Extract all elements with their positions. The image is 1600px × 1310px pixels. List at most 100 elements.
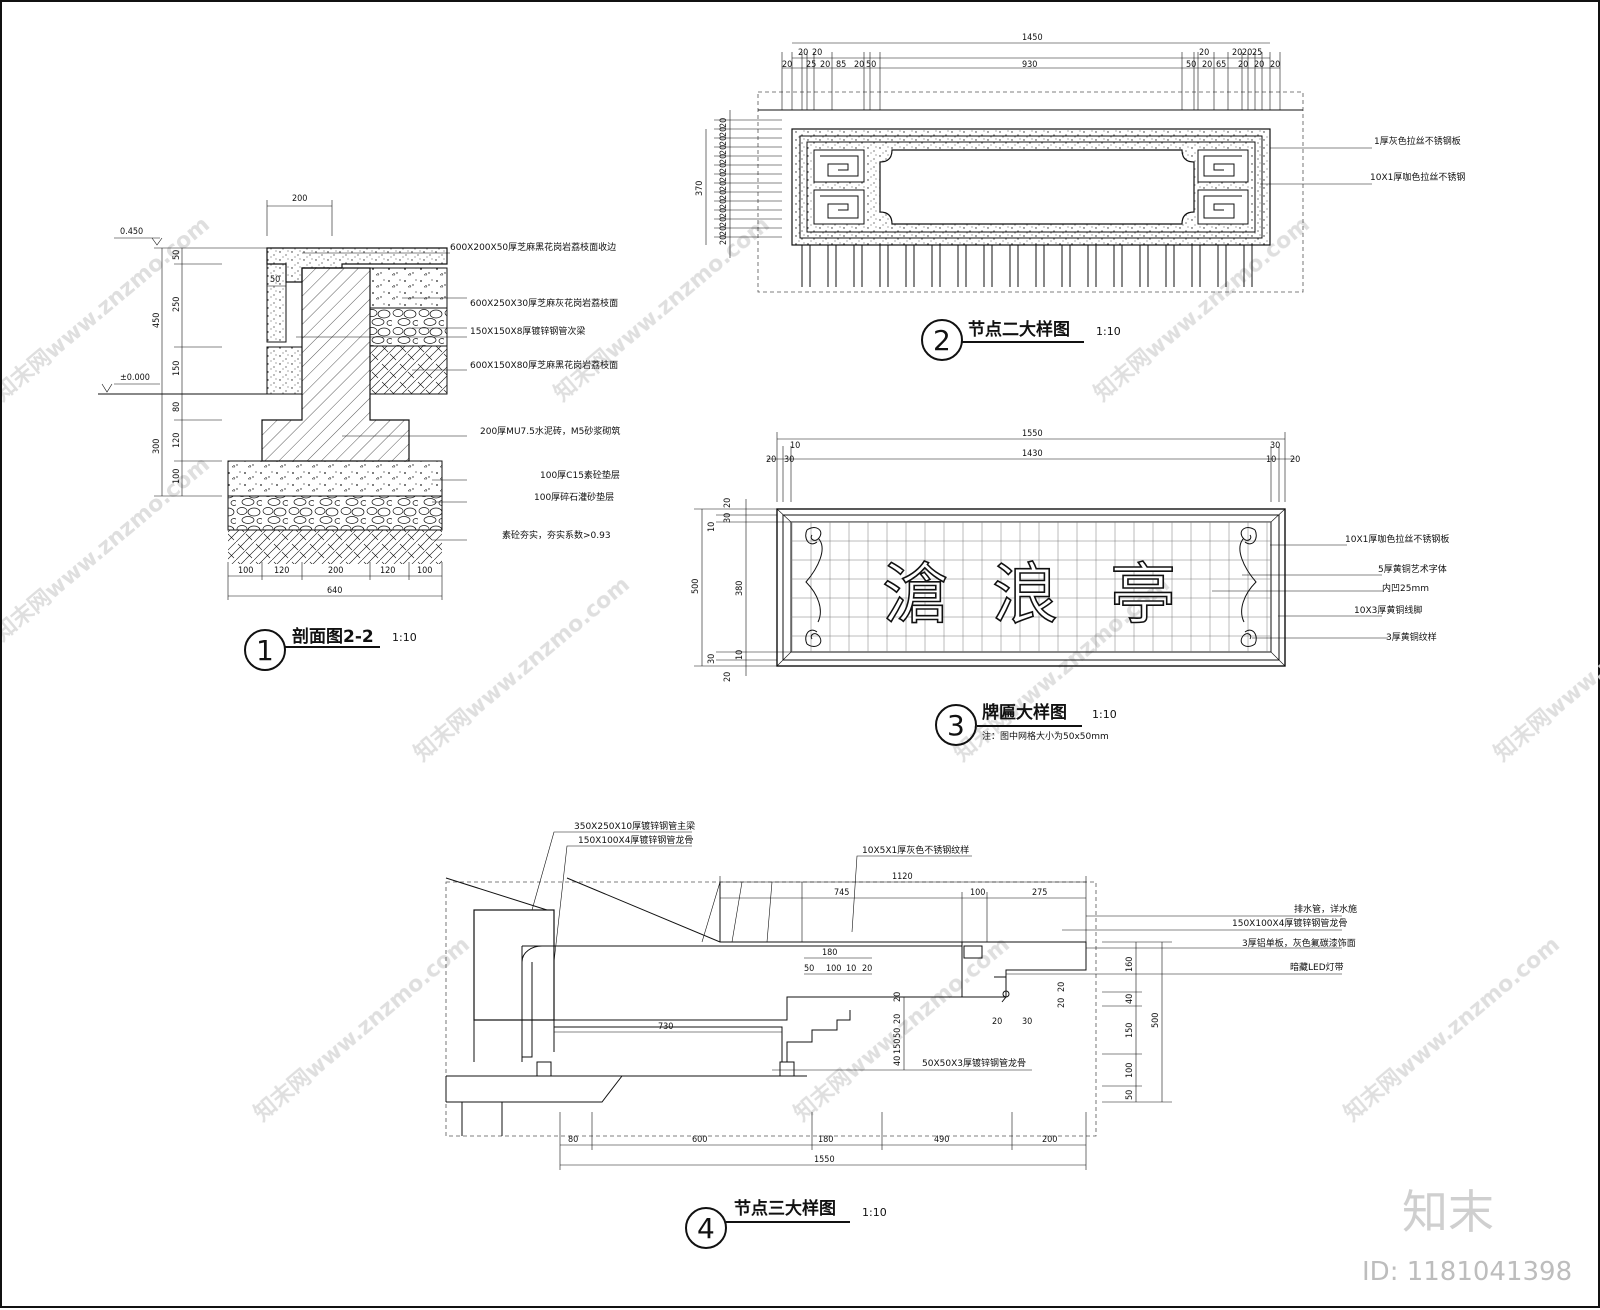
dim-total: 1550 [1022, 429, 1043, 439]
watermark-text: 知末网www.znzmo.com [2, 211, 215, 406]
dim-label: 50 [172, 250, 182, 260]
dim-label: 490 [934, 1135, 949, 1145]
material-note: 150X150X8厚镀锌钢管次梁 [470, 325, 585, 337]
side-cladding-lower [266, 346, 303, 395]
dim-label: 10 [1266, 455, 1276, 465]
dim-label: 20 [1232, 48, 1242, 58]
center-panel [879, 149, 1195, 225]
dim-label: 20 [798, 48, 808, 58]
material-note: 600X150X80厚芝麻黑花岗岩荔枝面 [470, 359, 618, 371]
dim-label: 20 [719, 154, 729, 164]
detail-number: 3 [947, 709, 965, 742]
dim-label: 180 [818, 1135, 833, 1145]
dim-label: 150 [893, 1039, 903, 1054]
dim-label: 20 [719, 118, 729, 128]
dim-label: 10 [735, 650, 745, 660]
dim-label: 100 [1125, 1063, 1135, 1078]
dim-label: 20 [719, 163, 729, 173]
dim-label: 80 [172, 402, 182, 412]
detail-title: 节点二大样图 [968, 319, 1070, 340]
material-note: 1厚灰色拉丝不锈钢板 [1374, 135, 1461, 147]
material-note: 暗藏LED灯带 [1290, 961, 1344, 973]
dim-label: 10 [707, 522, 717, 532]
material-note: 600X250X30厚芝麻灰花岗岩荔枝面 [470, 297, 618, 309]
dim-total: 1550 [814, 1155, 835, 1165]
slat [1035, 245, 1045, 287]
dim-label: 30 [1022, 1017, 1032, 1027]
calligraphy-char: 浪 [992, 556, 1058, 633]
slat [801, 245, 811, 287]
detail-number: 2 [933, 324, 951, 357]
dim-label: 20 [719, 226, 729, 236]
slat [905, 245, 915, 287]
detail-scale: 1:10 [862, 1206, 887, 1219]
earth-layer [228, 530, 442, 564]
dim-label: 20 [893, 1014, 903, 1024]
dim-label: 100 [172, 469, 182, 484]
slat [853, 245, 863, 287]
material-note: 排水管，详水施 [1294, 903, 1357, 915]
brand-logo: 知末 [1402, 1185, 1494, 1239]
dim-label: 600 [692, 1135, 707, 1145]
dim-label: 30 [784, 455, 794, 465]
material-note: 10X5X1厚灰色不锈钢纹样 [862, 844, 969, 856]
dim-label: 20 [719, 199, 729, 209]
dim-label: 20 [1199, 48, 1209, 58]
watermark-text: 知末网www.znzmo.com [1339, 931, 1565, 1126]
dim-label: 25 [1252, 48, 1262, 58]
brand-id: ID: 1181041398 [1362, 1257, 1572, 1287]
dim-label: 180 [822, 948, 837, 958]
dim-label: 120 [380, 566, 395, 576]
material-note: 200厚MU7.5水泥砖，M5砂浆砌筑 [480, 425, 620, 437]
slat [1061, 245, 1071, 287]
dim-total: 1120 [892, 872, 913, 882]
watermark-layer: 知末网www.znzmo.com 知末网www.znzmo.com 知末网www… [2, 211, 1600, 1126]
paving-fill [369, 307, 448, 347]
detail-number: 1 [256, 634, 274, 667]
dim-total: 450 [152, 313, 162, 328]
dim-label: 25 [806, 60, 816, 70]
dim-label: 50 [804, 964, 814, 974]
slat [1087, 245, 1097, 287]
dim-total: 370 [695, 181, 705, 196]
dim-label: 20 [1290, 455, 1300, 465]
dim-label: 20 [1242, 48, 1252, 58]
detail-scale: 1:10 [1092, 708, 1117, 721]
slat [827, 245, 837, 287]
plaque-outer [776, 508, 1286, 667]
detail-number-circle [921, 319, 963, 361]
slat [1009, 245, 1019, 287]
dim-label: 50 [893, 1028, 903, 1038]
detail-1-section: 50 250 150 80 120 100 450 300 0.450 ±0.0… [98, 194, 620, 671]
dim-label: 930 [1022, 60, 1037, 70]
dim-label: 20 [719, 172, 729, 182]
dim-label: 275 [1032, 888, 1047, 898]
slat [1217, 245, 1227, 287]
material-note: 600X200X50厚芝麻黑花岗岩荔枝面收边 [450, 241, 616, 253]
dim-label: 380 [735, 581, 745, 596]
dim-label: 100 [826, 964, 841, 974]
dim-label: 20 [719, 190, 729, 200]
dim-label: 20 [719, 181, 729, 191]
dim-label: 20 [1270, 60, 1280, 70]
slat [879, 245, 889, 287]
detail-title: 剖面图2-2 [292, 626, 374, 647]
material-note: 10X1厚咖色拉丝不锈钢 [1370, 171, 1465, 183]
slat [1243, 245, 1253, 287]
detail-number-circle [935, 704, 977, 746]
material-note: 150X100X4厚镀锌钢管龙骨 [1232, 917, 1347, 929]
dim-total: 500 [691, 579, 701, 594]
dim-label: 10 [846, 964, 856, 974]
plaque-grid [791, 522, 1271, 652]
material-note: 内凹25mm [1382, 582, 1429, 594]
dim-label: 150 [1125, 1023, 1135, 1038]
dim-label: 250 [172, 297, 182, 312]
dim-label: 20 [1202, 60, 1212, 70]
detail-number-circle [685, 1207, 727, 1249]
dim-label: 20 [854, 60, 864, 70]
detail-scale: 1:10 [392, 631, 417, 644]
dim-label: 20 [1238, 60, 1248, 70]
dim-label: 20 [719, 145, 729, 155]
